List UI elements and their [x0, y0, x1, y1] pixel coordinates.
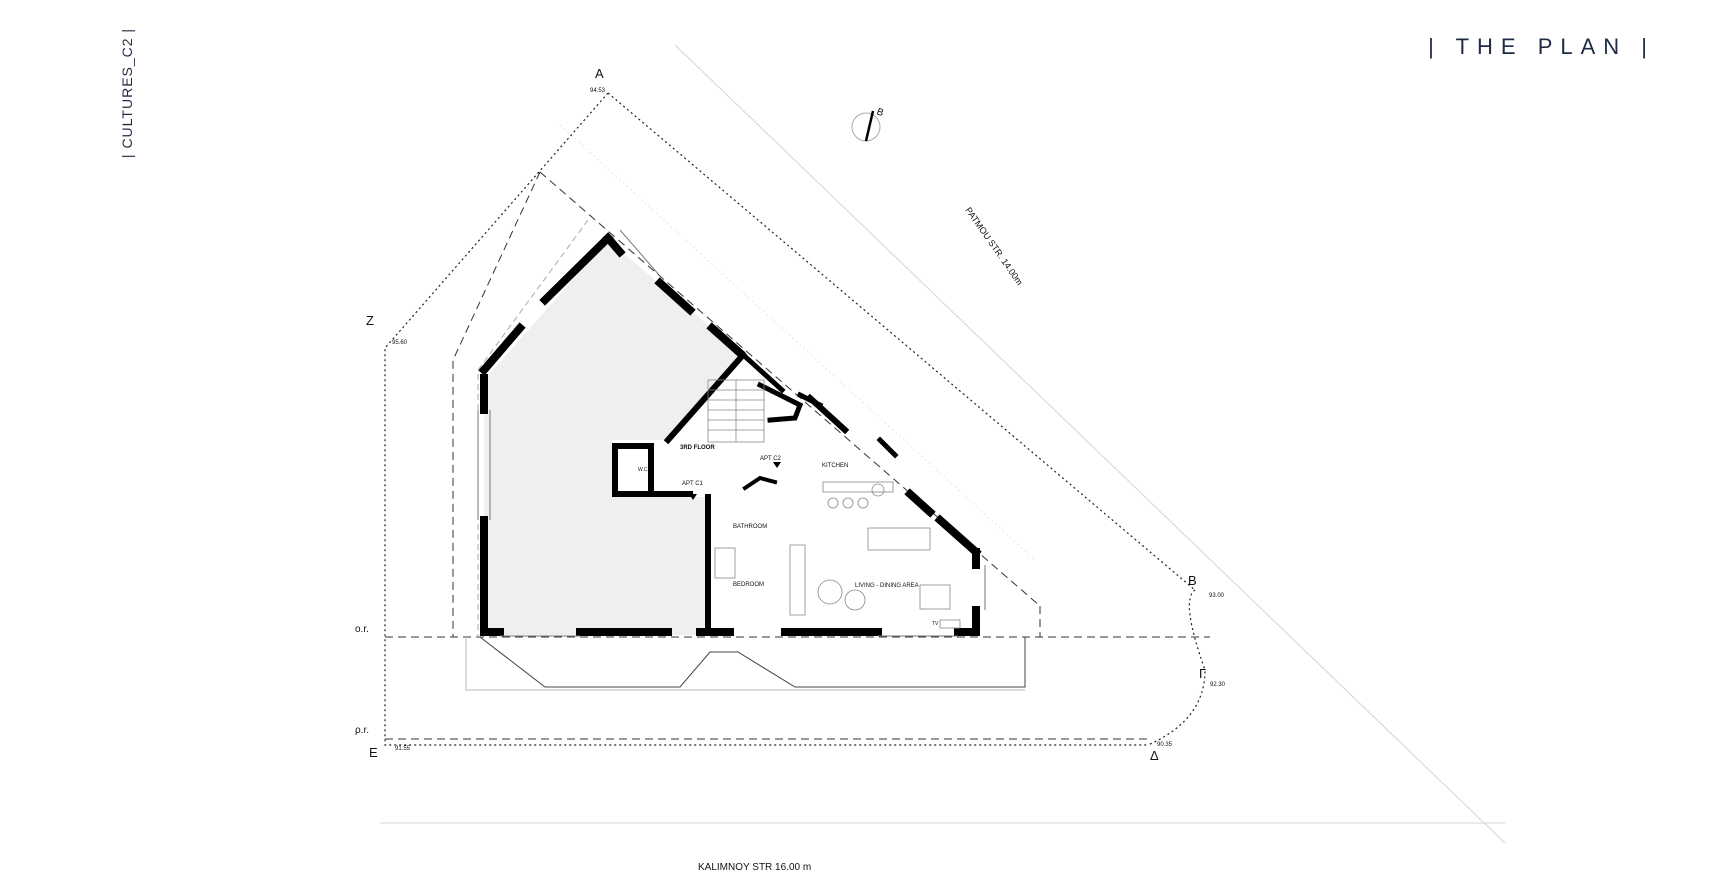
- balcony-outline: [465, 636, 1026, 691]
- line-labels: o.r. ρ.r.: [355, 624, 369, 736]
- bathroom-label: BATHROOM: [733, 524, 767, 530]
- vertex-d-elev: 90.35: [1157, 742, 1173, 748]
- apt-c1-label: APT C1: [682, 481, 704, 487]
- walls: [478, 232, 982, 636]
- vertex-z-elev: 95.60: [392, 340, 408, 346]
- wc-label: W.C: [638, 467, 648, 473]
- vertex-a-elev: 94.53: [590, 88, 606, 94]
- entry-markers: [689, 462, 781, 500]
- windows: [477, 229, 986, 637]
- kalimnoy-street-label: KALIMNOY STR 16.00 m: [698, 862, 811, 873]
- vertex-d: Δ: [1150, 748, 1159, 763]
- patmou-street-edge: [674, 44, 1506, 844]
- vertex-z: Z: [366, 313, 374, 328]
- vertex-e: E: [369, 745, 378, 760]
- street-lines: [380, 44, 1506, 844]
- north-arrow: B: [851, 106, 885, 142]
- patmou-sidewalk-line: [559, 124, 1036, 561]
- third-floor-label: 3RD FLOOR: [680, 445, 715, 451]
- room-labels: 3RD FLOOR APT C1 APT C2 KITCHEN BATHROOM…: [638, 445, 939, 627]
- vertex-b: B: [1188, 573, 1197, 588]
- rg-label: ρ.r.: [355, 725, 369, 736]
- plot-boundary: [384, 92, 1206, 746]
- vertex-g-elev: 92.30: [1210, 682, 1226, 688]
- bedroom-label: BEDROOM: [733, 582, 764, 588]
- kitchen-label: KITCHEN: [822, 463, 848, 469]
- vertex-e-elev: 91.55: [395, 746, 411, 752]
- vertex-labels: A 94.53 Z 95.60 E 91.55 B 93.00 Γ 92.30 …: [366, 66, 1226, 763]
- north-label: B: [875, 106, 885, 119]
- vertex-g: Γ: [1199, 666, 1206, 681]
- vertex-b-elev: 93.00: [1209, 593, 1225, 599]
- og-label: o.r.: [355, 624, 369, 635]
- page-title: | THE PLAN |: [1428, 34, 1655, 59]
- furniture: [714, 481, 961, 629]
- patmou-street-label: PATMOU STR. 14.00m: [963, 205, 1024, 287]
- apt-c2-label: APT C2: [760, 456, 782, 462]
- tv-label: TV: [932, 621, 939, 627]
- vertex-a: A: [595, 66, 604, 81]
- stair: [707, 379, 765, 443]
- common-area: [484, 240, 743, 635]
- living-label: LIVING - DINING AREA: [855, 583, 919, 589]
